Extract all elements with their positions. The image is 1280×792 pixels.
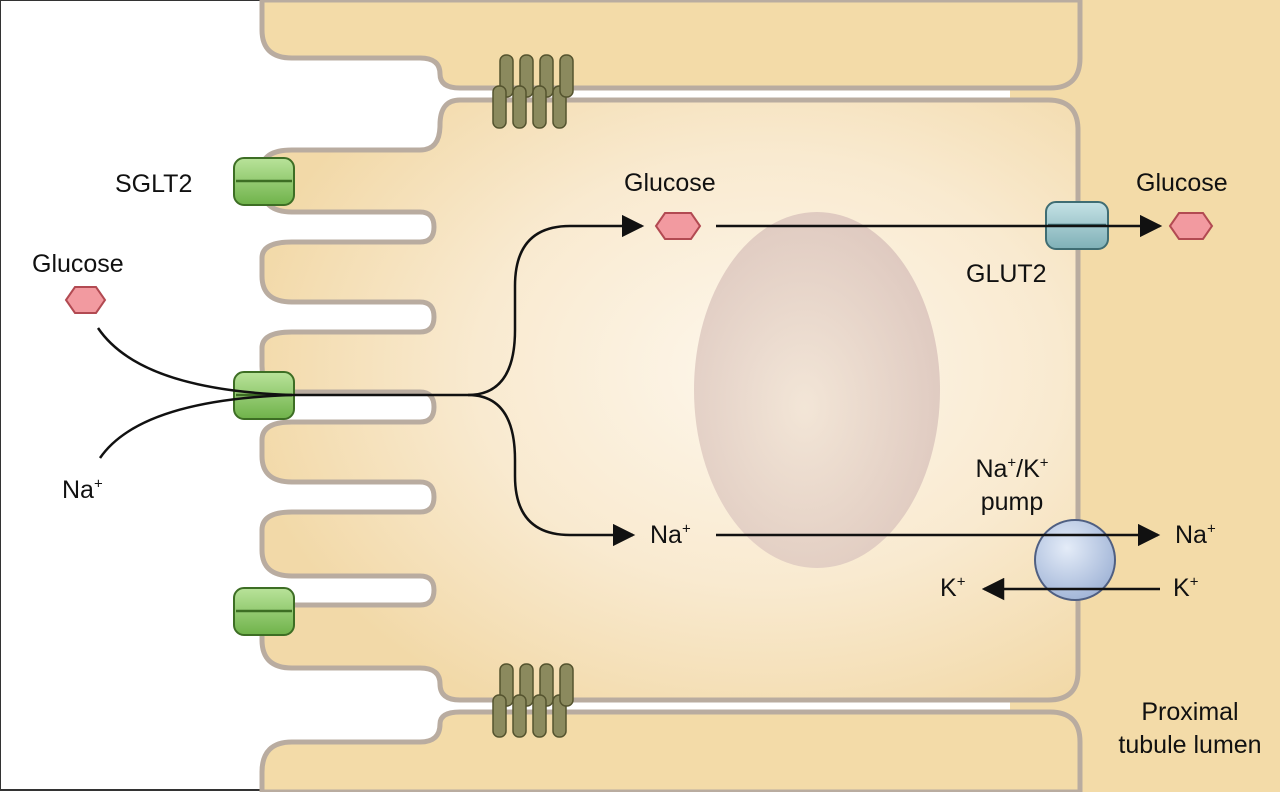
glucose-blood-label: Glucose [1136, 169, 1228, 197]
glucose-entry-line [96, 327, 293, 397]
top-neighbor-cell [259, 0, 1083, 91]
k-cell-label: K+ [940, 573, 966, 602]
tight-junction-top [492, 54, 574, 129]
region-label-line1: Proximal [1141, 698, 1239, 726]
na-lumen-label: Na+ [62, 475, 103, 504]
k-blood-label: K+ [1173, 573, 1199, 602]
na-branch-arrow [467, 393, 636, 547]
glucose-lumen-label: Glucose [32, 250, 124, 278]
glucose-blood-icon [1168, 212, 1214, 240]
bottom-neighbor-cell [259, 709, 1083, 792]
na-k-pump [1034, 519, 1116, 601]
tight-junction-bottom [492, 663, 574, 738]
sglt2-transporter-bottom [233, 587, 295, 636]
glucose-lumen-icon [64, 286, 107, 314]
region-label: Proximal tubule lumen [1110, 700, 1270, 758]
glut2-label: GLUT2 [966, 260, 1047, 288]
na-entry-line [98, 393, 293, 459]
glucose-cell-icon [654, 212, 702, 240]
nucleus [694, 212, 940, 568]
region-label-line2: tubule lumen [1118, 731, 1262, 759]
glucose-branch-arrow [467, 214, 645, 397]
sglt2-label: SGLT2 [115, 170, 193, 198]
na-cell-label: Na+ [650, 520, 691, 549]
sglt2-transporter-top [233, 157, 295, 206]
na-k-pump-label-line2: pump [980, 488, 1044, 516]
transport-arrows [96, 214, 1163, 601]
na-k-pump-label-line1: Na+/K+ [975, 454, 1049, 483]
glucose-cell-label: Glucose [624, 169, 716, 197]
na-k-pump-label: Na+/K+ pump [962, 454, 1062, 516]
na-blood-label: Na+ [1175, 520, 1216, 549]
